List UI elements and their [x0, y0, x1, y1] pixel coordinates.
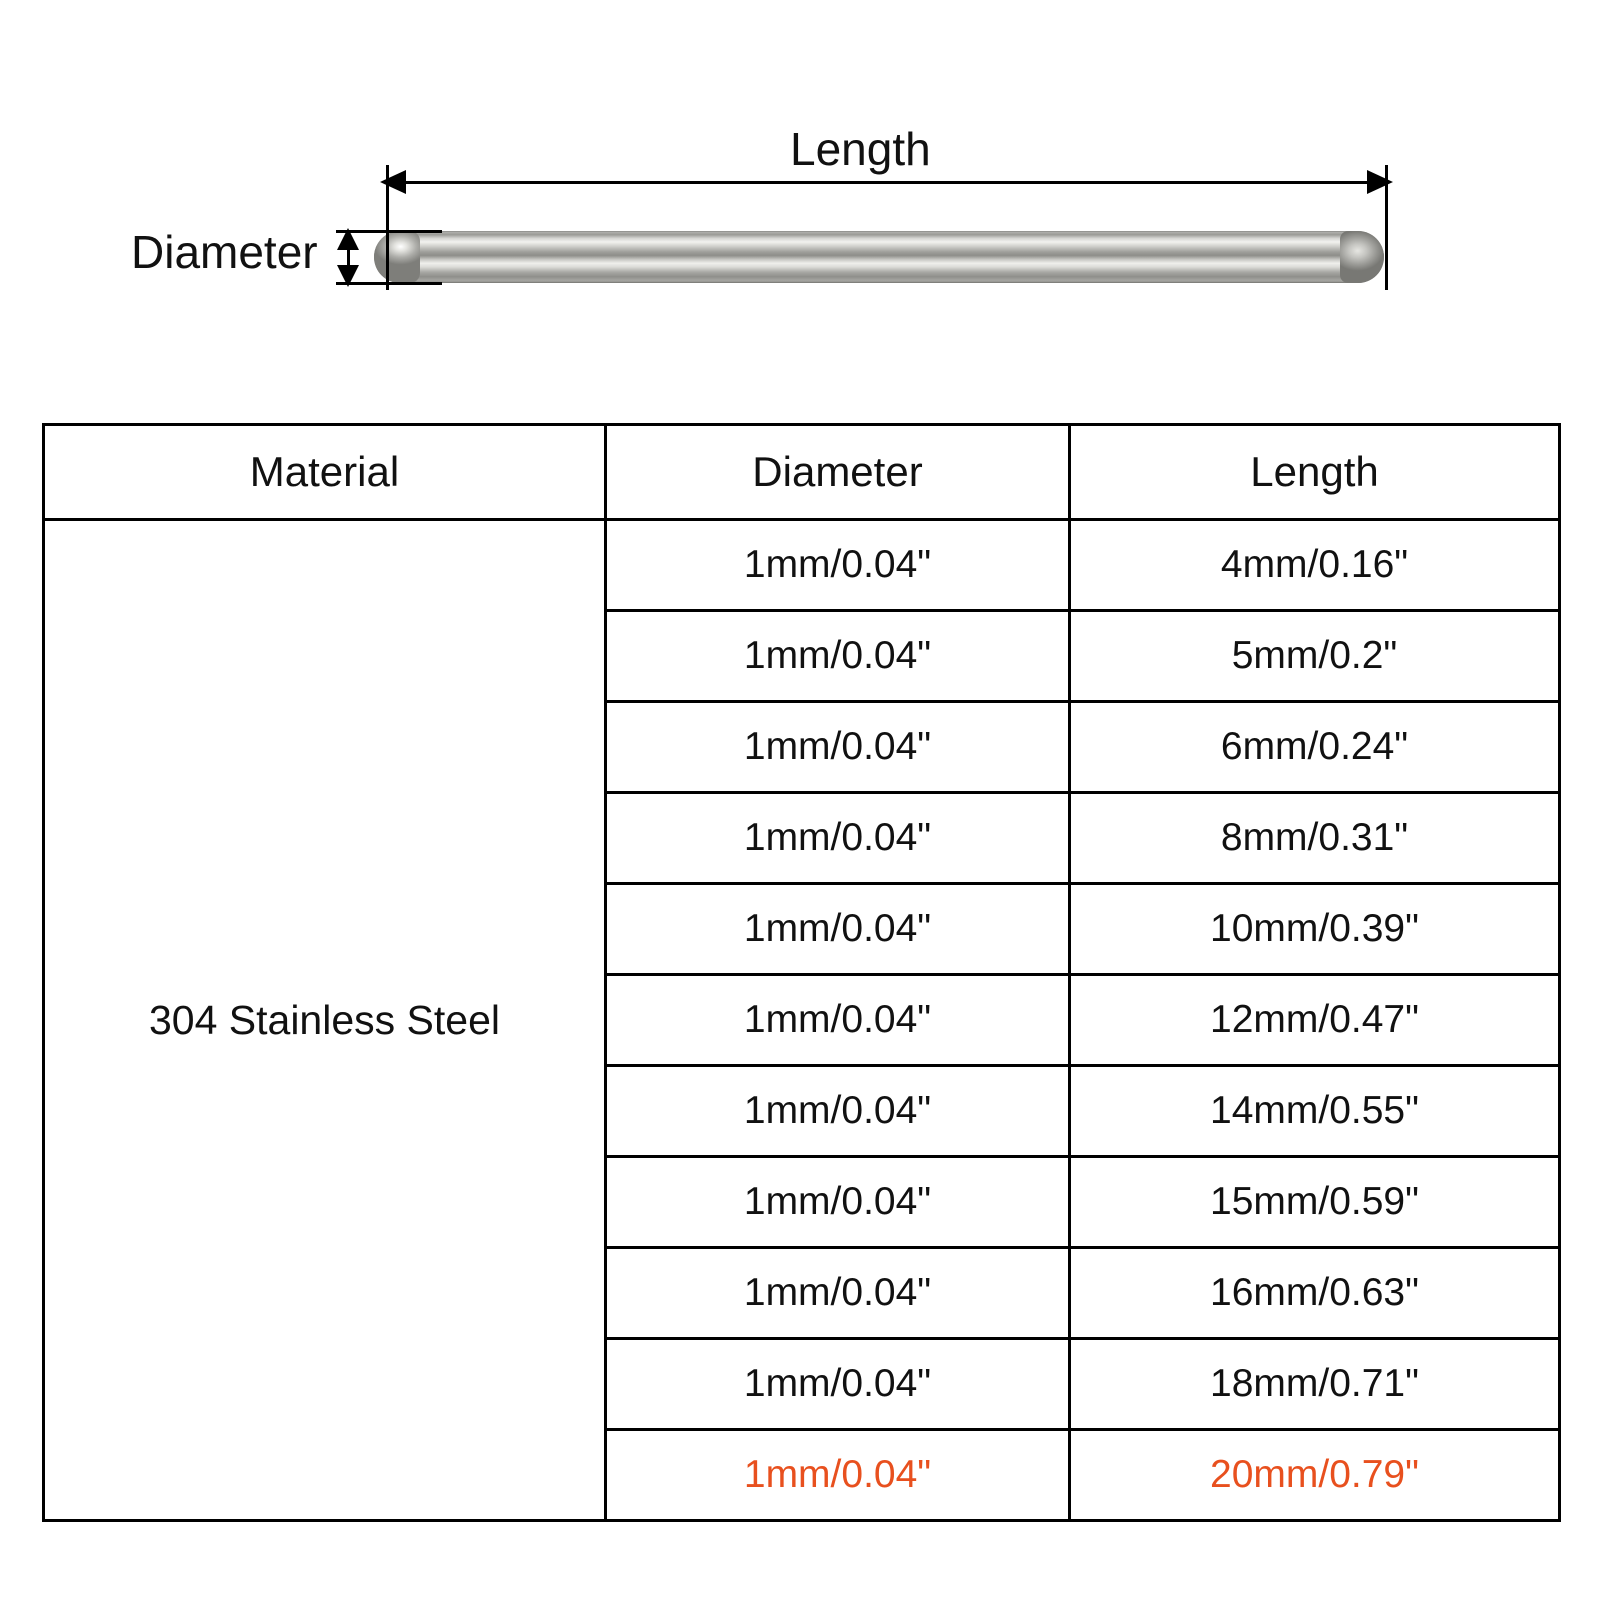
table-row: 1mm/0.04"18mm/0.71" — [44, 1337, 1561, 1431]
length-extension-line-right — [1385, 165, 1388, 290]
cell-length: 4mm/0.16" — [1068, 518, 1561, 612]
cell-length: 14mm/0.55" — [1068, 1064, 1561, 1158]
table-row: 1mm/0.04"14mm/0.55" — [44, 1064, 1561, 1158]
cell-diameter: 1mm/0.04" — [604, 700, 1071, 794]
table-header-row: Material Diameter Length — [42, 423, 1561, 521]
diameter-dimension-label: Diameter — [131, 226, 318, 278]
table-row: 1mm/0.04"10mm/0.39" — [44, 882, 1561, 976]
cell-diameter: 1mm/0.04" — [604, 1155, 1071, 1249]
cell-length: 15mm/0.59" — [1068, 1155, 1561, 1249]
diameter-extension-line-bottom — [336, 282, 442, 285]
cell-length: 6mm/0.24" — [1068, 700, 1561, 794]
table-row: 1mm/0.04"15mm/0.59" — [44, 1155, 1561, 1249]
rod-right-end-cap — [1340, 231, 1384, 283]
diameter-dimension-line — [347, 232, 350, 283]
diameter-extension-line-top — [336, 230, 442, 233]
column-header-length: Length — [1068, 423, 1561, 521]
arrow-left-icon — [380, 170, 406, 194]
cell-diameter: 1mm/0.04" — [604, 1428, 1071, 1522]
cell-diameter: 1mm/0.04" — [604, 882, 1071, 976]
table-row: 1mm/0.04"6mm/0.24" — [44, 700, 1561, 794]
length-dimension-label: Length — [790, 123, 931, 175]
length-extension-line-left — [386, 165, 389, 290]
arrow-up-icon — [337, 228, 359, 250]
table-row: 1mm/0.04"16mm/0.63" — [44, 1246, 1561, 1340]
cell-diameter: 1mm/0.04" — [604, 1246, 1071, 1340]
cell-length: 18mm/0.71" — [1068, 1337, 1561, 1431]
table-row: 1mm/0.04"8mm/0.31" — [44, 791, 1561, 885]
arrow-down-icon — [337, 265, 359, 287]
cell-length: 20mm/0.79" — [1068, 1428, 1561, 1522]
cell-length: 10mm/0.39" — [1068, 882, 1561, 976]
cell-diameter: 1mm/0.04" — [604, 1337, 1071, 1431]
cell-diameter: 1mm/0.04" — [604, 791, 1071, 885]
rod-left-end-cap — [374, 231, 420, 283]
specification-table: Material Diameter Length 304 Stainless S… — [42, 423, 1561, 1522]
cell-diameter: 1mm/0.04" — [604, 973, 1071, 1067]
table-row: 1mm/0.04"20mm/0.79" — [44, 1428, 1561, 1522]
cell-length: 12mm/0.47" — [1068, 973, 1561, 1067]
length-dimension-line — [387, 181, 1386, 184]
cell-diameter: 1mm/0.04" — [604, 518, 1071, 612]
cell-length: 8mm/0.31" — [1068, 791, 1561, 885]
cell-length: 16mm/0.63" — [1068, 1246, 1561, 1340]
cell-diameter: 1mm/0.04" — [604, 1064, 1071, 1158]
column-header-diameter: Diameter — [604, 423, 1071, 521]
cell-material: 304 Stainless Steel — [42, 518, 607, 1522]
steel-rod-image — [374, 231, 1384, 283]
column-header-material: Material — [42, 423, 607, 521]
cell-length: 5mm/0.2" — [1068, 609, 1561, 703]
table-row: 1mm/0.04"5mm/0.2" — [44, 609, 1561, 703]
product-dimension-diagram: Length Diameter — [0, 0, 1600, 400]
cell-diameter: 1mm/0.04" — [604, 609, 1071, 703]
arrow-right-icon — [1367, 170, 1393, 194]
table-row: 1mm/0.04"12mm/0.47" — [44, 973, 1561, 1067]
